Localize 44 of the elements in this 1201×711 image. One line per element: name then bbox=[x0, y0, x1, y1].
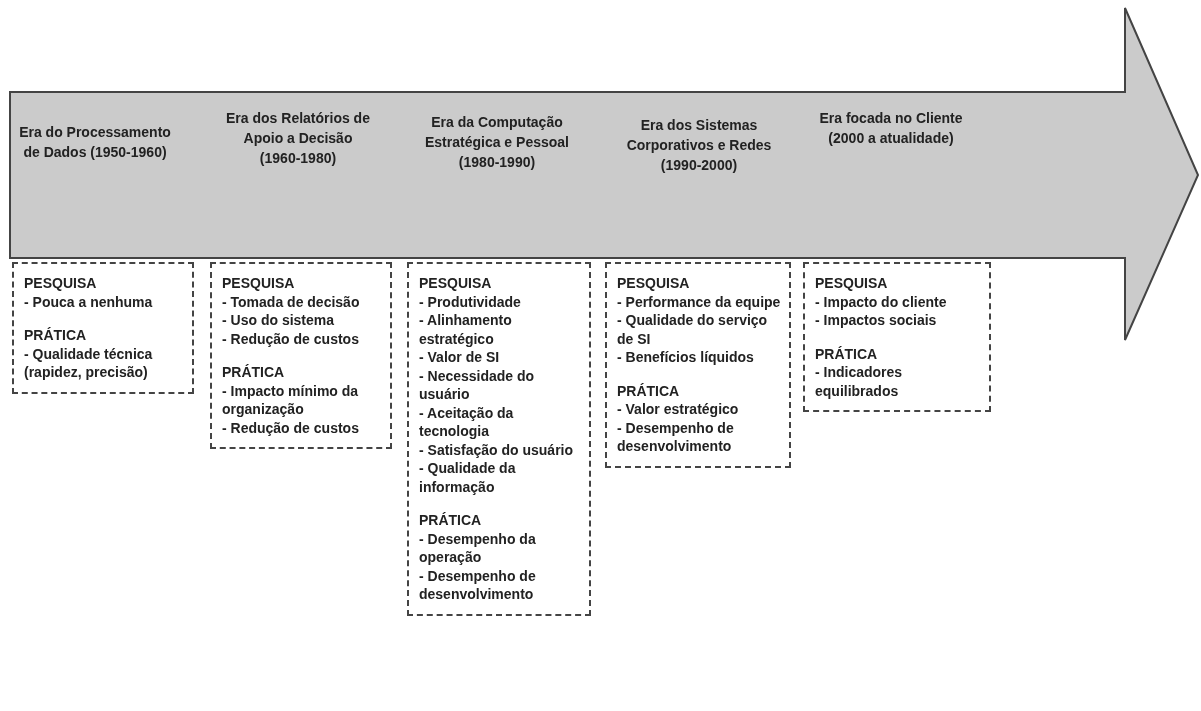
era-heading: Era da Computação Estratégica e Pessoal (1980-1990) bbox=[424, 113, 570, 172]
dashed-box bbox=[407, 262, 591, 616]
list-item: - Qualidade técnica (rapidez, precisão) bbox=[24, 344, 154, 382]
dashed-box bbox=[605, 262, 791, 468]
list-item: - Necessidade do usuário bbox=[419, 366, 536, 404]
list-item: - Performance da equipe bbox=[617, 292, 782, 311]
list-item: - Alinhamento estratégico bbox=[419, 311, 513, 348]
list-item: - Qualidade da informação bbox=[419, 459, 517, 496]
dashed-box bbox=[12, 262, 194, 394]
list-item: - Benefícios líquidos bbox=[617, 348, 755, 367]
list-item: - Produtividade bbox=[419, 292, 522, 311]
list-item: - Tomada de decisão bbox=[222, 292, 361, 311]
list-item: - Aceitação da tecnologia bbox=[419, 403, 515, 441]
list-item: - Valor de SI bbox=[419, 348, 501, 367]
section-heading: PESQUISA bbox=[419, 274, 493, 293]
dashed-box bbox=[803, 262, 991, 412]
list-item: - Valor estratégico bbox=[617, 400, 740, 419]
list-item: - Pouca a nenhuma bbox=[24, 292, 154, 311]
section-heading: PESQUISA bbox=[222, 274, 296, 293]
section-heading: PRÁTICA bbox=[222, 363, 286, 382]
list-item: - Desempenho da operação bbox=[419, 529, 537, 567]
list-item: - Qualidade do serviço de SI bbox=[617, 311, 769, 348]
list-item: - Desempenho de desenvolvimento bbox=[617, 418, 735, 456]
section-heading: PRÁTICA bbox=[419, 511, 483, 530]
section-heading: PRÁTICA bbox=[815, 344, 879, 363]
era-heading: Era dos Relatórios de Apoio a Decisão (1960-1980) bbox=[225, 109, 371, 168]
list-item: - Redução de custos bbox=[222, 418, 360, 437]
list-item: - Desempenho de desenvolvimento bbox=[419, 566, 537, 604]
list-item: - Impacto do cliente bbox=[815, 292, 948, 311]
era-heading: Era dos Sistemas Corporativos e Redes (1990-2000) bbox=[625, 116, 773, 175]
list-item: - Redução de custos bbox=[222, 329, 360, 348]
dashed-box bbox=[210, 262, 392, 449]
list-item: - Uso do sistema bbox=[222, 311, 336, 330]
section-heading: PRÁTICA bbox=[617, 381, 681, 400]
list-item: - Impacto mínimo da organização bbox=[222, 381, 360, 419]
list-item: - Satisfação do usuário bbox=[419, 440, 575, 459]
era-heading: Era focada no Cliente (2000 a atualidade) bbox=[818, 109, 964, 148]
list-item: - Impactos sociais bbox=[815, 311, 938, 330]
section-heading: PESQUISA bbox=[815, 274, 889, 293]
section-heading: PRÁTICA bbox=[24, 326, 88, 345]
section-heading: PESQUISA bbox=[617, 274, 691, 293]
section-heading: PESQUISA bbox=[24, 274, 98, 293]
era-heading: Era do Processamento de Dados (1950-1960) bbox=[18, 123, 172, 162]
list-item: - Indicadores equilibrados bbox=[815, 363, 904, 400]
